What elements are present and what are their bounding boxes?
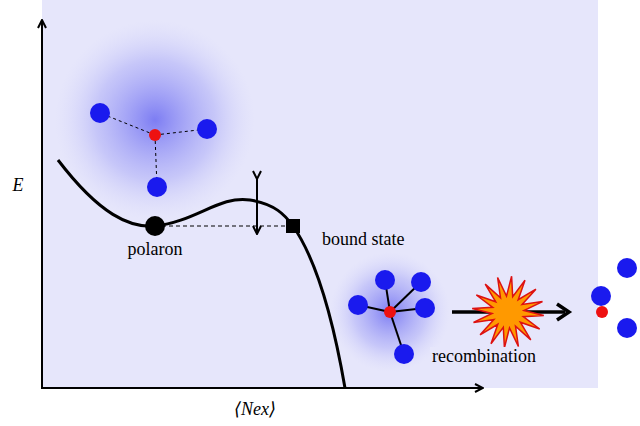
barrier-arrow	[256, 179, 258, 234]
axis-label: E	[13, 176, 24, 196]
state-label: bound state	[322, 230, 405, 250]
bound-point	[286, 219, 300, 233]
polaron-bonds	[100, 113, 207, 187]
arrow-head	[557, 304, 569, 320]
background-panel	[42, 0, 598, 388]
bound-atoms	[348, 270, 435, 364]
explosion-burst	[472, 276, 544, 348]
energy-axis	[41, 20, 43, 389]
level-line	[155, 226, 293, 227]
product-atoms	[591, 258, 637, 338]
impurity	[149, 129, 161, 141]
energy-curve	[58, 160, 345, 388]
bound-bonds	[358, 280, 425, 354]
polaron-point	[145, 216, 165, 236]
state-label: polaron	[128, 240, 183, 260]
process-label: recombination	[430, 347, 538, 367]
polaron-atoms	[90, 103, 217, 197]
number-axis	[41, 387, 483, 389]
axis-label: ⟨Nex⟩	[234, 400, 276, 420]
impurity	[596, 306, 608, 318]
impurity	[384, 306, 396, 318]
